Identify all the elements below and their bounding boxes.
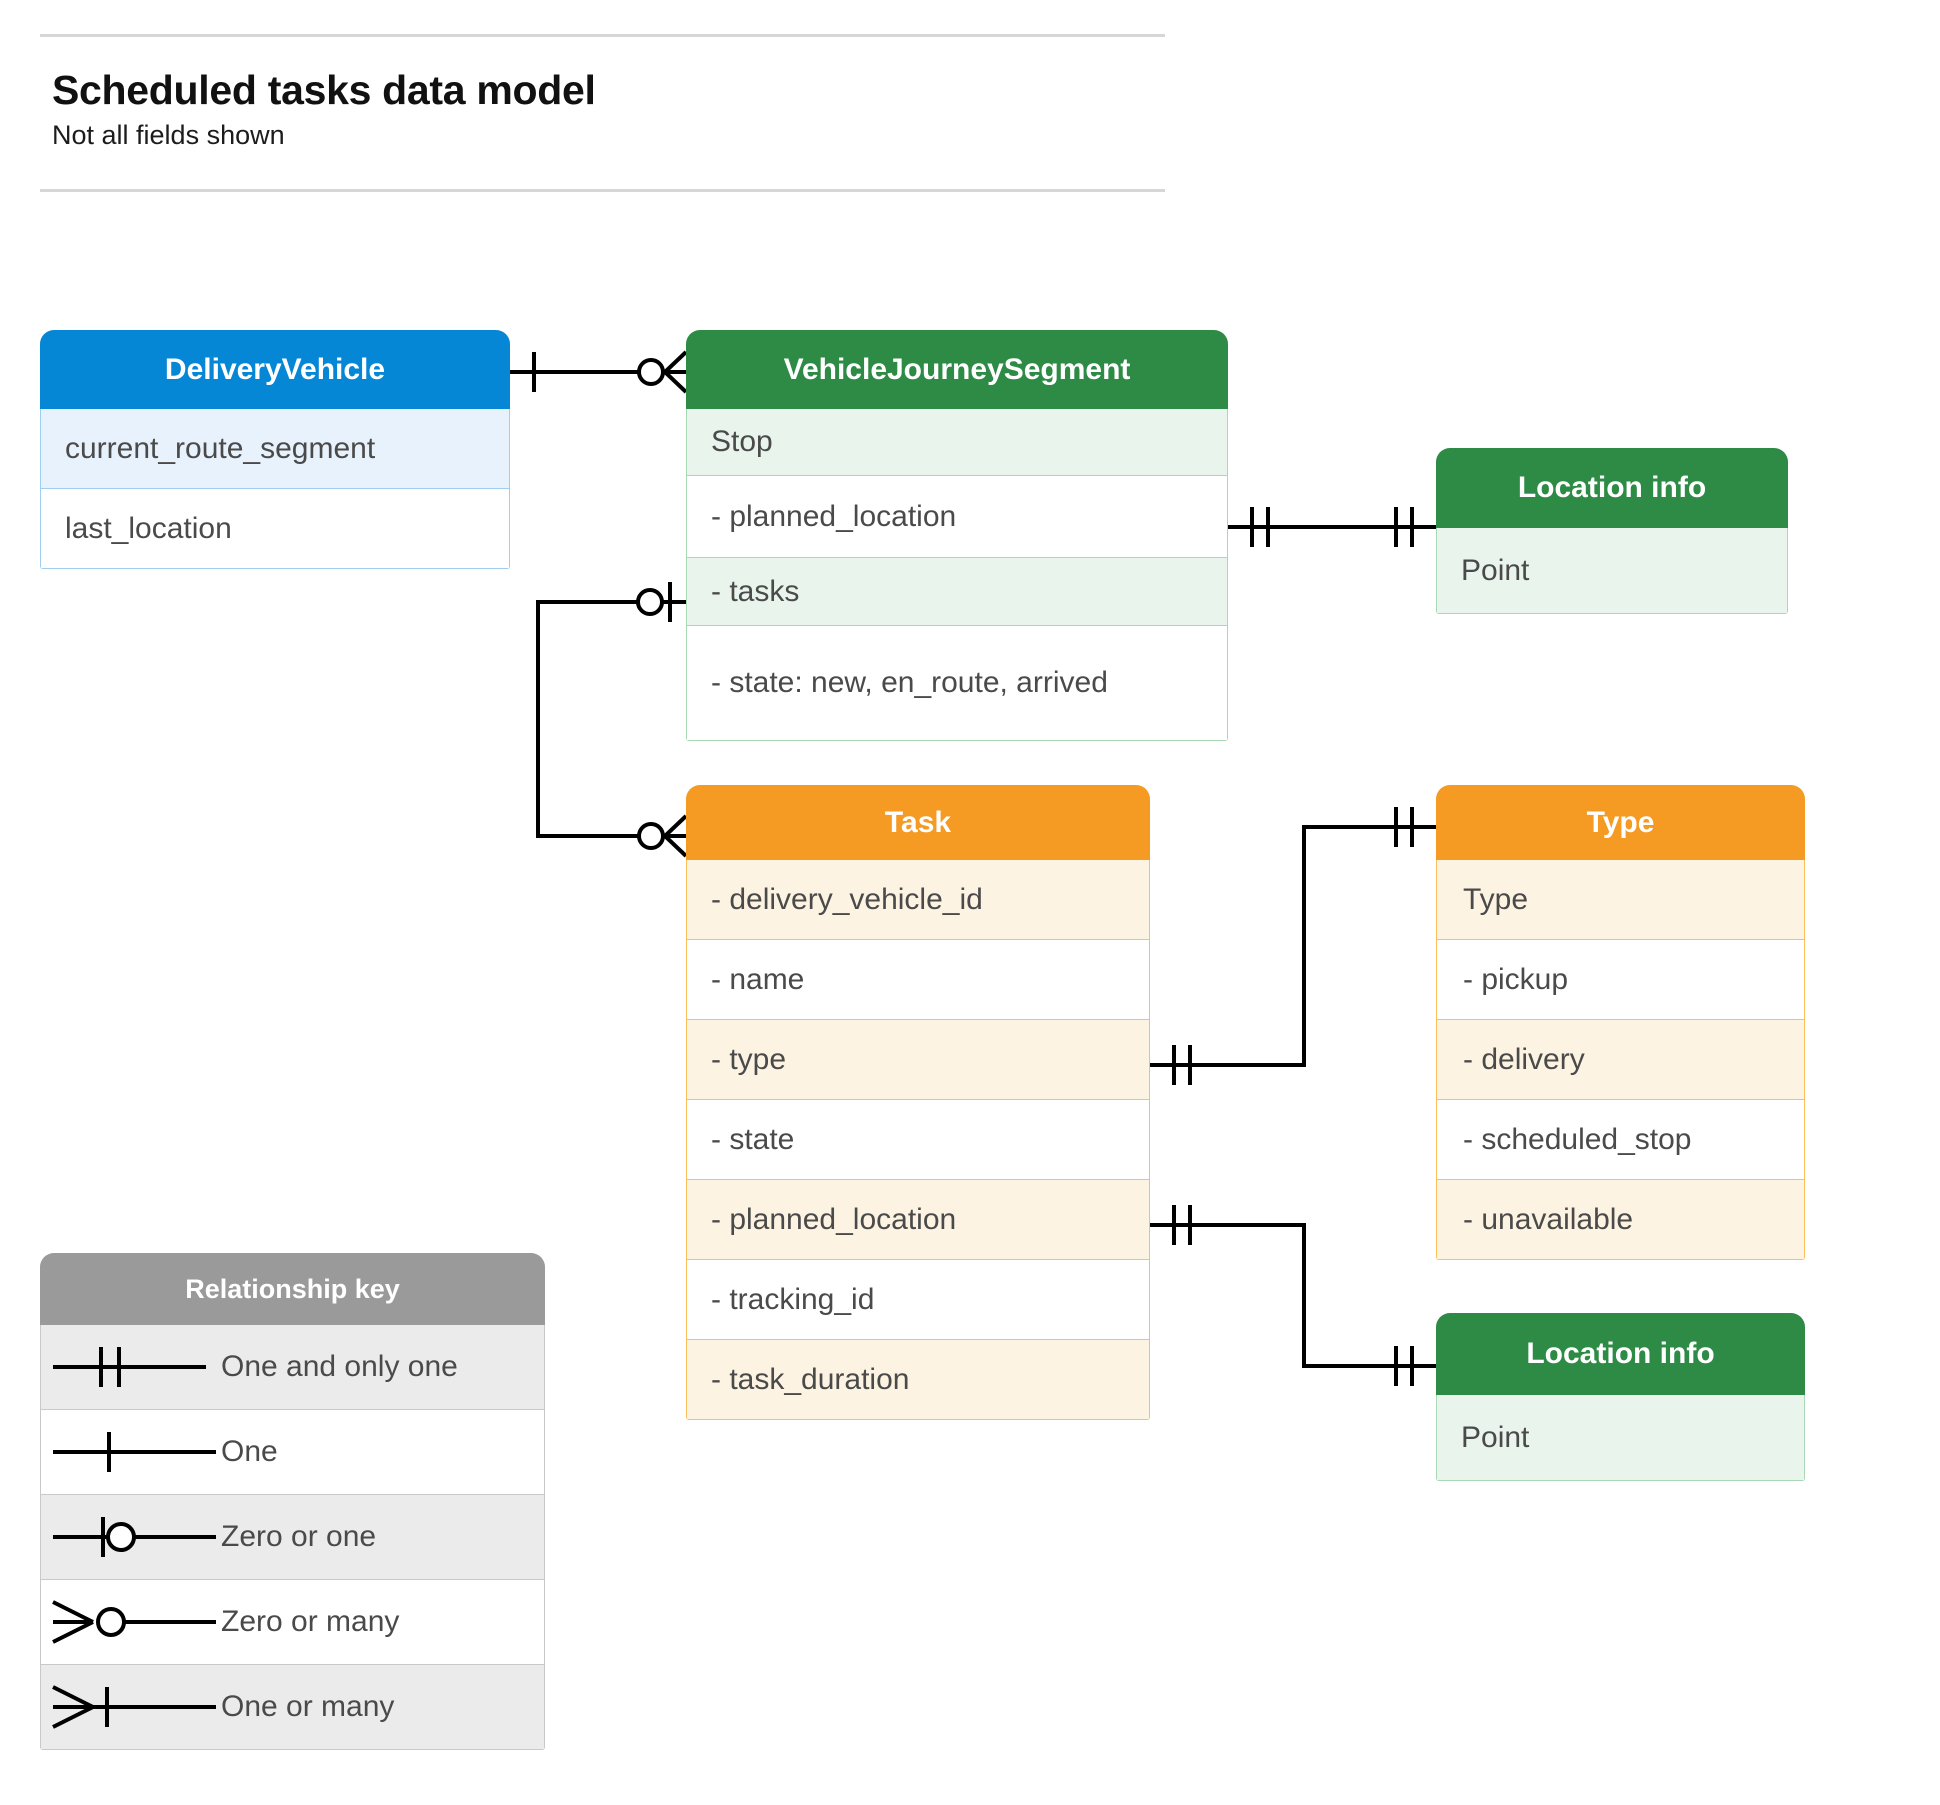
entity-task-title: Task xyxy=(686,785,1150,860)
connector-vjs-task xyxy=(536,582,688,858)
legend-item: One xyxy=(40,1410,545,1495)
legend-item-label: Zero or one xyxy=(221,1520,377,1553)
entity-row: - name xyxy=(686,940,1150,1020)
entity-delivery-vehicle-title: DeliveryVehicle xyxy=(40,330,510,409)
entity-row: - type xyxy=(686,1020,1150,1100)
entity-row: - task_duration xyxy=(686,1340,1150,1420)
legend-item: One and only one xyxy=(40,1325,545,1410)
legend-item: Zero or one xyxy=(40,1495,545,1580)
entity-row: - delivery xyxy=(1436,1020,1805,1100)
connector-task-type xyxy=(1150,807,1436,1085)
one-or-many-icon xyxy=(41,1665,223,1749)
legend-item: One or many xyxy=(40,1665,545,1750)
entity-vehicle-journey-segment-title: VehicleJourneySegment xyxy=(686,330,1228,409)
legend-item-label: Zero or many xyxy=(221,1605,400,1638)
entity-delivery-vehicle[interactable]: DeliveryVehicle current_route_segment la… xyxy=(40,330,510,569)
relationship-key-legend[interactable]: Relationship key One and only one One xyxy=(40,1253,545,1750)
connector-task-locationinfo-bottom xyxy=(1150,1205,1436,1386)
entity-location-info-top-title: Location info xyxy=(1436,448,1788,528)
entity-location-info-bottom-title: Location info xyxy=(1436,1313,1805,1395)
entity-row: - planned_location xyxy=(686,476,1228,558)
entity-row: - planned_location xyxy=(686,1180,1150,1260)
entity-task[interactable]: Task - delivery_vehicle_id - name - type… xyxy=(686,785,1150,1420)
document-header: Scheduled tasks data model Not all field… xyxy=(40,34,1165,192)
entity-row: - tracking_id xyxy=(686,1260,1150,1340)
entity-row: last_location xyxy=(40,489,510,569)
one-and-only-one-icon xyxy=(41,1325,216,1409)
connector-deliveryvehicle-vehiclejourneysegment xyxy=(510,350,688,394)
entity-row: Type xyxy=(1436,860,1805,940)
entity-row: - scheduled_stop xyxy=(1436,1100,1805,1180)
relationship-key-title: Relationship key xyxy=(40,1253,545,1325)
header-top-rule xyxy=(40,34,1165,37)
zero-or-one-icon xyxy=(41,1495,223,1579)
entity-row: - pickup xyxy=(1436,940,1805,1020)
entity-row: Stop xyxy=(686,409,1228,476)
entity-row: - state: new, en_route, arrived xyxy=(686,626,1228,741)
entity-row: - state xyxy=(686,1100,1150,1180)
entity-type[interactable]: Type Type - pickup - delivery - schedule… xyxy=(1436,785,1805,1260)
entity-row: - unavailable xyxy=(1436,1180,1805,1260)
header-bottom-rule xyxy=(40,189,1165,192)
entity-row: - delivery_vehicle_id xyxy=(686,860,1150,940)
entity-row: - tasks xyxy=(686,558,1228,626)
legend-item-label: One xyxy=(221,1435,278,1468)
one-icon xyxy=(41,1410,216,1494)
entity-location-info-top[interactable]: Location info Point xyxy=(1436,448,1788,614)
entity-row: Point xyxy=(1436,528,1788,614)
entity-location-info-bottom[interactable]: Location info Point xyxy=(1436,1313,1805,1481)
legend-item-label: One or many xyxy=(221,1690,395,1723)
entity-type-title: Type xyxy=(1436,785,1805,860)
page-title: Scheduled tasks data model xyxy=(52,67,596,113)
entity-row: Point xyxy=(1436,1395,1805,1481)
page-subtitle: Not all fields shown xyxy=(52,120,285,150)
connector-vjs-locationinfo-top xyxy=(1228,507,1436,547)
entity-vehicle-journey-segment[interactable]: VehicleJourneySegment Stop - planned_loc… xyxy=(686,330,1228,741)
entity-row: current_route_segment xyxy=(40,409,510,489)
zero-or-many-icon xyxy=(41,1580,223,1664)
legend-item-label: One and only one xyxy=(221,1350,458,1383)
legend-item: Zero or many xyxy=(40,1580,545,1665)
